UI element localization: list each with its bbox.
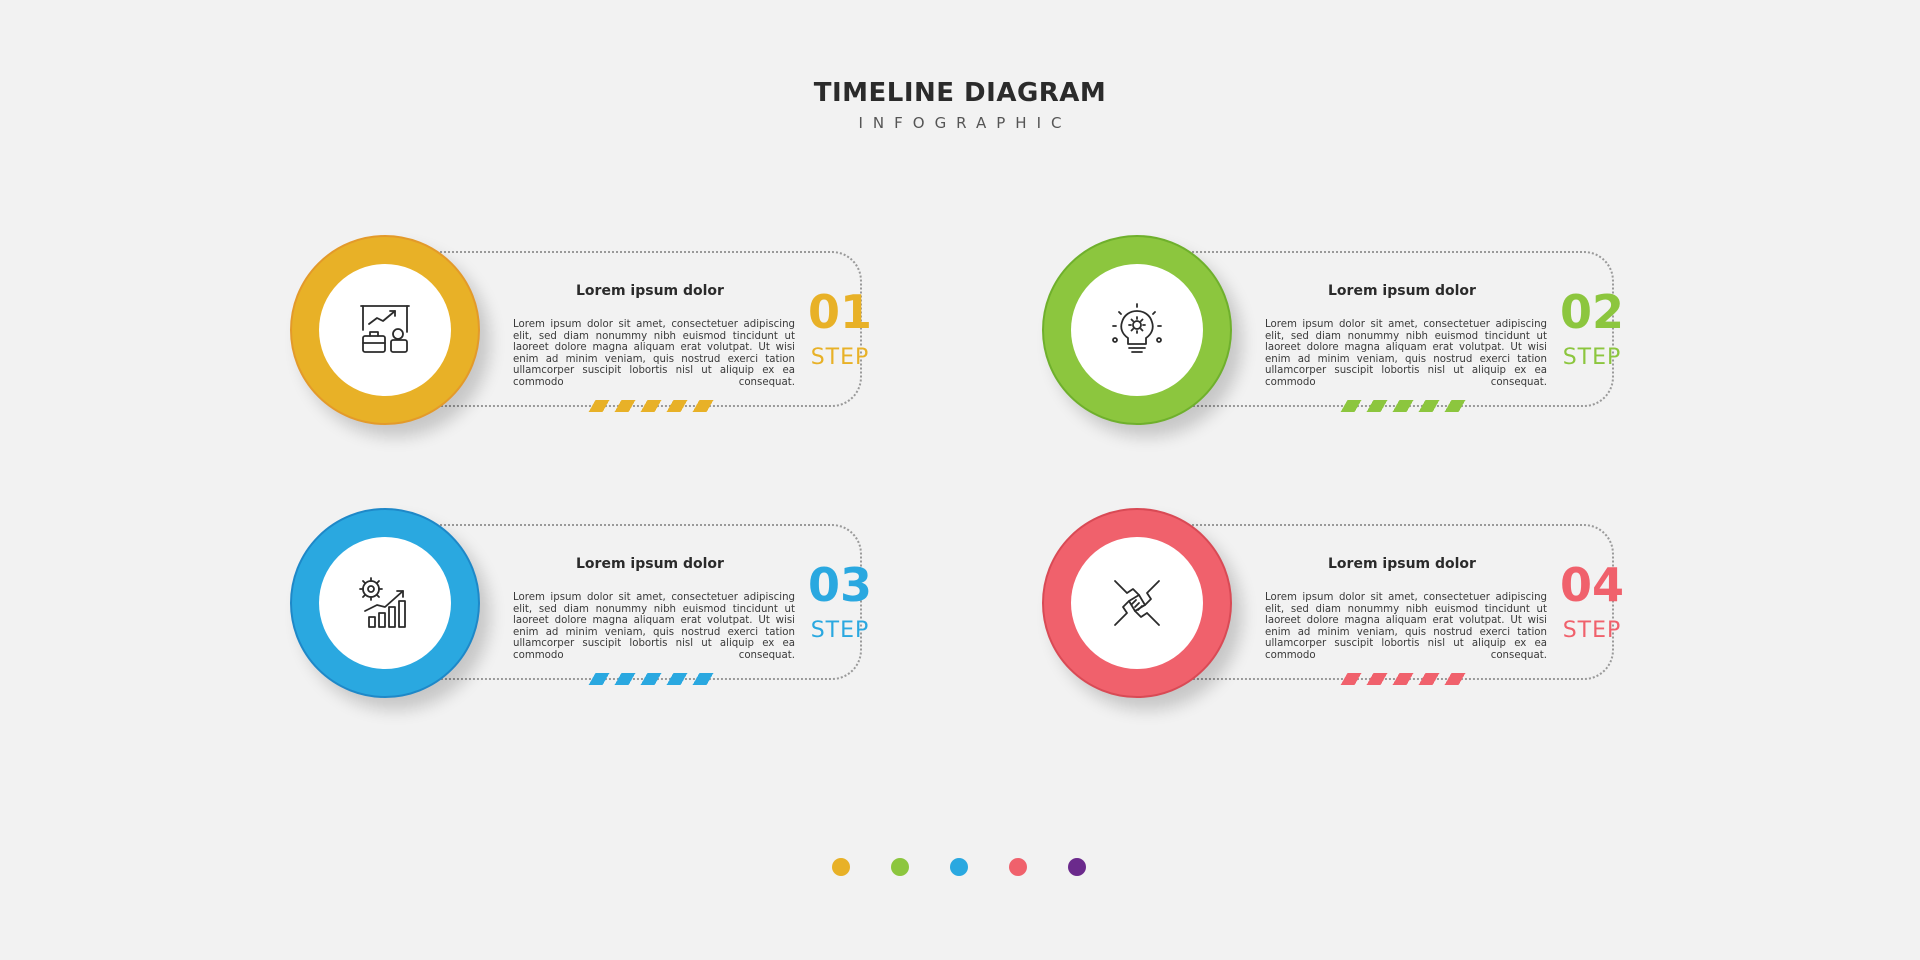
page-subtitle: INFOGRAPHIC xyxy=(858,114,1072,132)
step-heading: Lorem ipsum dolor xyxy=(1328,283,1476,299)
teamwork-hands-icon xyxy=(1114,580,1160,626)
step-02: Lorem ipsum dolor Lorem ipsum dolor sit … xyxy=(1042,235,1662,435)
step-description: Lorem ipsum dolor sit amet, consectetuer… xyxy=(513,592,795,661)
page-title: TIMELINE DIAGRAM xyxy=(813,78,1107,108)
palette-dot-red xyxy=(1009,858,1027,876)
palette-dots xyxy=(832,858,1092,876)
step-hatch-accent xyxy=(1340,400,1470,412)
step-heading: Lorem ipsum dolor xyxy=(576,283,724,299)
step-label: STEP xyxy=(1562,345,1622,370)
step-circle xyxy=(1042,235,1232,425)
step-03: Lorem ipsum dolor Lorem ipsum dolor sit … xyxy=(290,508,910,708)
palette-dot-yellow xyxy=(832,858,850,876)
step-icon-badge xyxy=(1071,537,1203,669)
palette-dot-green xyxy=(891,858,909,876)
step-heading: Lorem ipsum dolor xyxy=(576,556,724,572)
palette-dot-purple xyxy=(1068,858,1086,876)
step-description: Lorem ipsum dolor sit amet, consectetuer… xyxy=(1265,592,1547,661)
step-hatch-accent xyxy=(588,400,718,412)
step-circle xyxy=(290,508,480,698)
step-number: 04 xyxy=(1559,558,1624,612)
step-circle xyxy=(290,235,480,425)
step-description: Lorem ipsum dolor sit amet, consectetuer… xyxy=(1265,319,1547,388)
step-number: 03 xyxy=(807,558,872,612)
step-icon-badge xyxy=(319,264,451,396)
step-hatch-accent xyxy=(588,673,718,685)
step-label: STEP xyxy=(810,618,870,643)
growth-chart-gear-icon xyxy=(359,577,406,628)
step-icon-badge xyxy=(1071,264,1203,396)
header: TIMELINE DIAGRAM INFOGRAPHIC xyxy=(0,78,1920,132)
step-number: 02 xyxy=(1559,285,1624,339)
step-hatch-accent xyxy=(1340,673,1470,685)
presentation-chart-icon xyxy=(360,305,410,353)
palette-dot-blue xyxy=(950,858,968,876)
step-label: STEP xyxy=(810,345,870,370)
step-label: STEP xyxy=(1562,618,1622,643)
step-04: Lorem ipsum dolor Lorem ipsum dolor sit … xyxy=(1042,508,1662,708)
step-icon-badge xyxy=(319,537,451,669)
step-circle xyxy=(1042,508,1232,698)
step-01: Lorem ipsum dolor Lorem ipsum dolor sit … xyxy=(290,235,910,435)
step-description: Lorem ipsum dolor sit amet, consectetuer… xyxy=(513,319,795,388)
step-number: 01 xyxy=(807,285,872,339)
step-heading: Lorem ipsum dolor xyxy=(1328,556,1476,572)
lightbulb-gear-icon xyxy=(1112,303,1162,353)
